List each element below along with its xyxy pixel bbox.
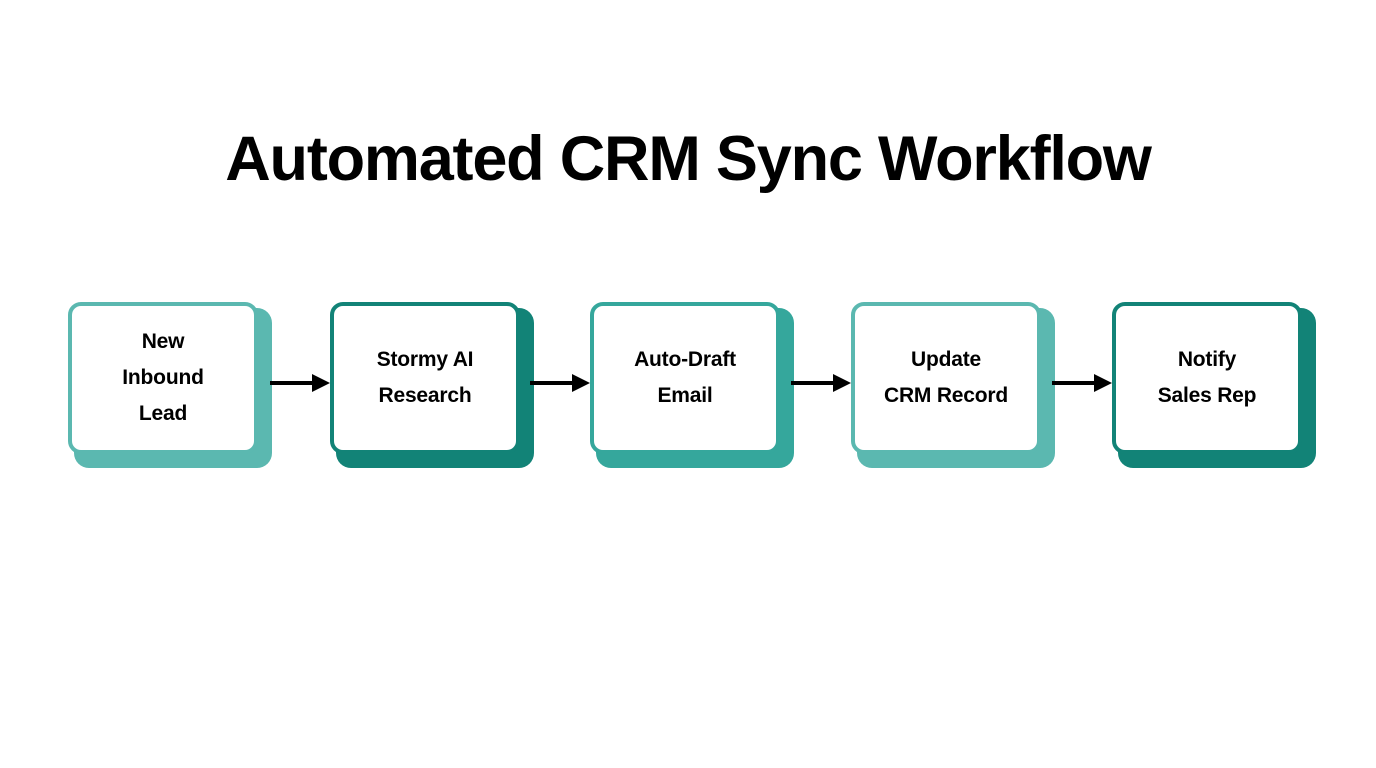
arrow-right-icon bbox=[791, 374, 851, 392]
node-label: New Inbound Lead bbox=[122, 330, 204, 425]
flow-connector-lead-to-research bbox=[270, 370, 330, 396]
flow-node-notify-sales-rep[interactable]: Notify Sales Rep bbox=[1112, 302, 1316, 468]
node-card[interactable]: Update CRM Record bbox=[851, 302, 1041, 454]
arrow-right-icon bbox=[1052, 374, 1112, 392]
flow-connector-research-to-email bbox=[530, 370, 590, 396]
node-label: Notify Sales Rep bbox=[1157, 348, 1257, 407]
process-flow: New Inbound Lead Stormy AI Research bbox=[0, 296, 1376, 476]
flow-connector-crm-to-notify bbox=[1052, 370, 1112, 396]
arrow-right-icon bbox=[530, 374, 590, 392]
node-card[interactable]: Notify Sales Rep bbox=[1112, 302, 1302, 454]
flow-node-auto-draft-email[interactable]: Auto-Draft Email bbox=[590, 302, 794, 468]
flow-connector-email-to-crm bbox=[791, 370, 851, 396]
node-label: Auto-Draft Email bbox=[634, 348, 736, 407]
flow-node-new-inbound-lead[interactable]: New Inbound Lead bbox=[68, 302, 272, 468]
flow-node-stormy-ai-research[interactable]: Stormy AI Research bbox=[330, 302, 534, 468]
node-card[interactable]: Auto-Draft Email bbox=[590, 302, 780, 454]
node-card[interactable]: New Inbound Lead bbox=[68, 302, 258, 454]
arrow-right-icon bbox=[270, 374, 330, 392]
node-label: Stormy AI Research bbox=[376, 348, 474, 407]
flow-node-update-crm-record[interactable]: Update CRM Record bbox=[851, 302, 1055, 468]
page-title: Automated CRM Sync Workflow bbox=[225, 124, 1152, 194]
node-card[interactable]: Stormy AI Research bbox=[330, 302, 520, 454]
node-label: Update CRM Record bbox=[883, 348, 1008, 407]
